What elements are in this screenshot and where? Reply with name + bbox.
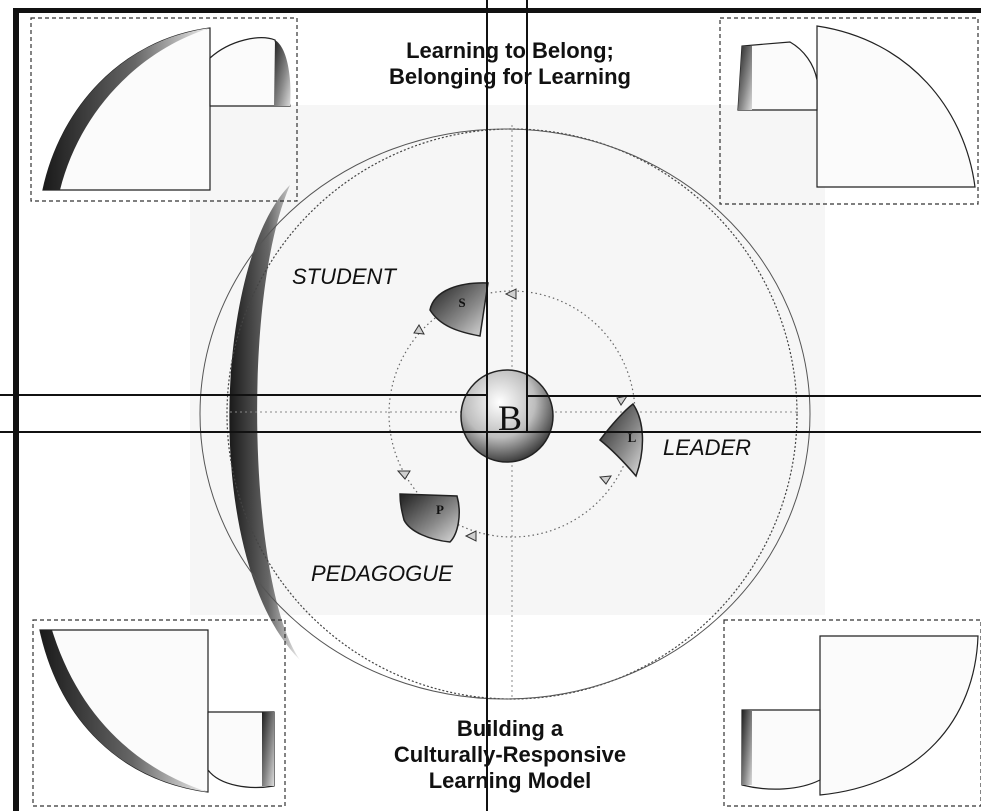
arrow-to-student [504,288,517,300]
top-border [13,8,981,13]
bottom-title-line-1: Building a [456,716,564,741]
leader-label: LEADER [663,435,752,460]
disc-outline [226,128,798,700]
corner-figure-bottom-left [32,619,286,807]
pedagogue-label: PEDAGOGUE [311,561,453,586]
pedagogue-piece: P [399,493,460,543]
cycle-arrows [396,288,629,542]
leader-letter: L [628,430,637,445]
disc-edge-shadow [229,185,300,660]
center-ball: B [460,369,554,463]
arrow-from-pedagogue [396,470,411,480]
bottom-title: Building a Culturally-Responsive Learnin… [320,716,700,794]
arrow-from-leader [598,475,612,485]
student-letter: S [458,295,465,310]
disc-rim [199,128,811,700]
corner-figure-bottom-right [723,619,981,807]
bottom-title-line-2: Culturally-Responsive [393,742,627,767]
scan-background [190,105,825,615]
student-label: STUDENT [292,264,396,289]
left-border [13,10,19,811]
arrow-to-pedagogue [464,530,477,542]
corner-figure-top-right [719,17,979,205]
leader-piece: L [598,402,644,478]
top-title: Learning to Belong; Belonging for Learni… [330,38,690,90]
pedagogue-letter: P [436,502,444,517]
arrow-from-student [413,324,425,335]
center-sphere [460,369,554,463]
top-title-line-1: Learning to Belong; [406,38,614,63]
top-title-line-2: Belonging for Learning [389,64,631,89]
bottom-title-line-3: Learning Model [428,768,592,793]
corner-figure-top-left [30,17,298,202]
